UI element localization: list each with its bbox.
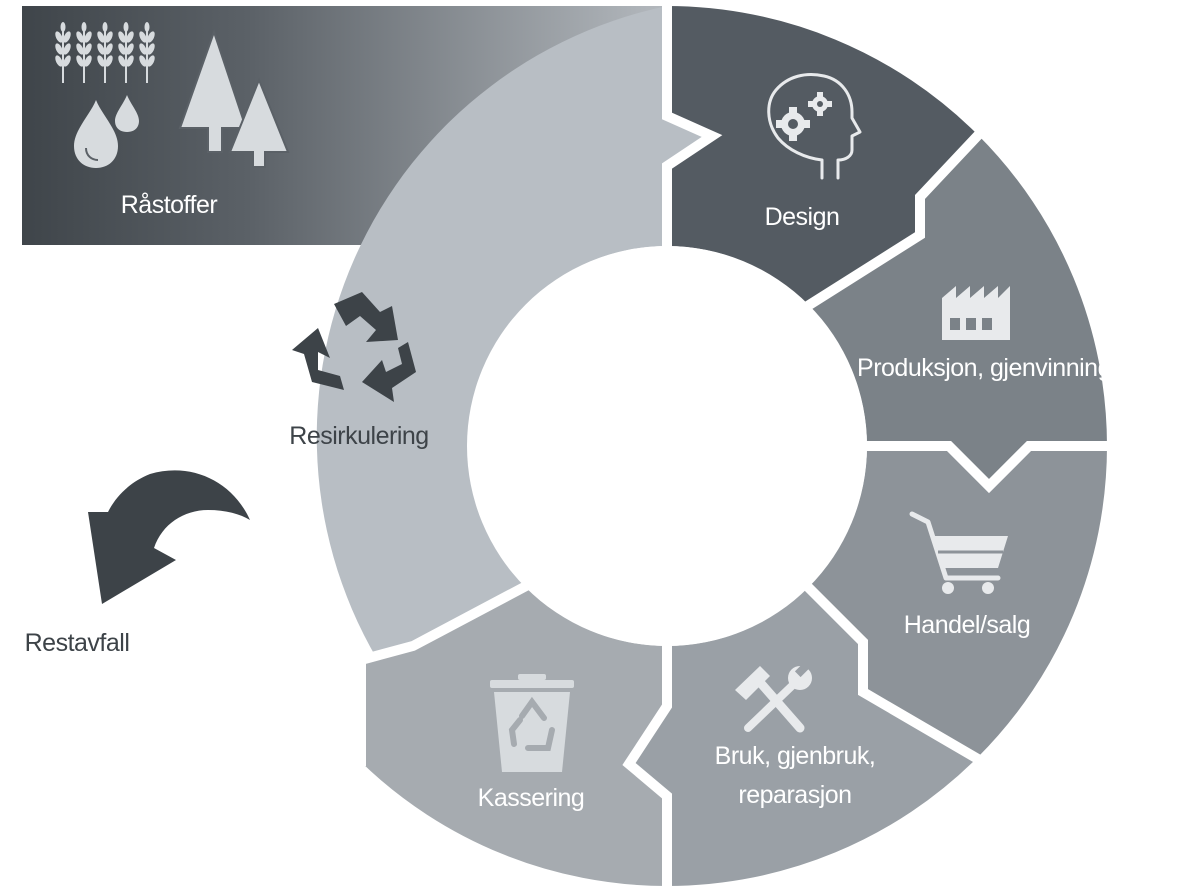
raw-materials-label: Råstoffer xyxy=(121,191,218,219)
water-drops-icon xyxy=(74,95,139,168)
head-gears-icon xyxy=(767,73,862,180)
segment-label-production: Produksjon, gjenvinning xyxy=(857,354,1111,382)
segment-label-trade: Handel/salg xyxy=(904,611,1031,639)
segment-separators xyxy=(356,0,1115,894)
gear-icon xyxy=(776,92,832,141)
residual-waste-label: Restavfall xyxy=(25,629,130,657)
segment-label-discard: Kassering xyxy=(478,784,585,812)
segment-trade xyxy=(808,446,1107,757)
segment-design xyxy=(667,6,978,305)
segment-label-design: Design xyxy=(765,203,840,231)
hammer-wrench-icon xyxy=(735,662,812,733)
segment-label-use-line2: reparasjon xyxy=(738,781,851,809)
segment-use xyxy=(629,587,978,886)
segment-recycling xyxy=(316,6,712,705)
recycle-arrows-icon xyxy=(292,292,416,402)
segment-label-recycling: Resirkulering xyxy=(289,422,428,450)
ring-center xyxy=(467,246,867,646)
residual-arrow xyxy=(88,470,250,604)
factory-icon xyxy=(942,286,1010,340)
segment-label-use-line1: Bruk, gjenbruk, xyxy=(715,742,876,770)
recycle-bin-icon xyxy=(490,674,574,772)
trees-icon xyxy=(178,28,290,168)
shopping-cart-icon xyxy=(909,511,1008,594)
